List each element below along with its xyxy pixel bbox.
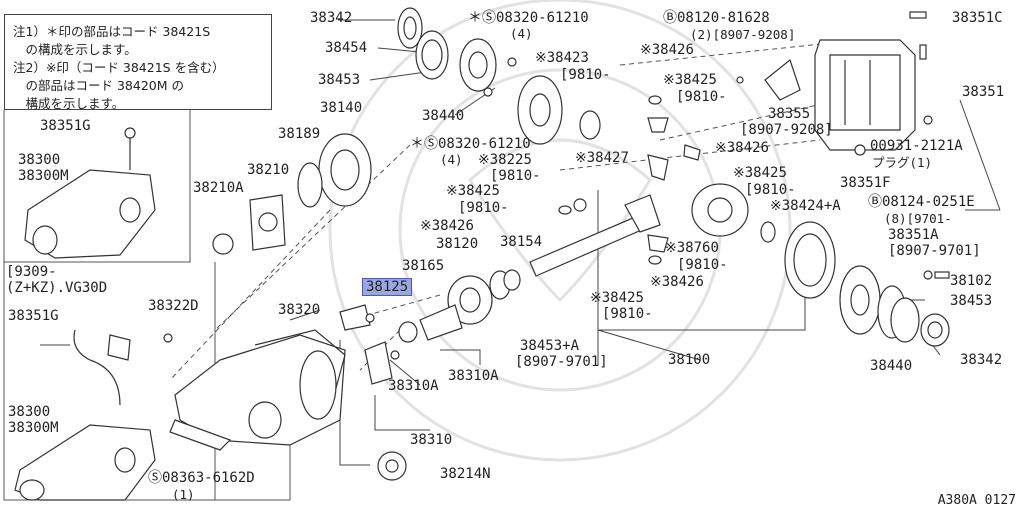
part-label-38300-bottom[interactable]: 38300 (8, 404, 51, 420)
part-label-38760[interactable]: ※38760 (665, 240, 719, 256)
note-line: 注2）※印（コード 38421S を含む） (13, 60, 225, 75)
part-label-38425-b[interactable]: ※38425 (733, 165, 787, 181)
part-sub-08120: (2)[8907-9208] (690, 27, 796, 42)
part-sub-38425-c: [9810- (458, 200, 509, 216)
part-label-38453-A[interactable]: 38453+A (520, 338, 580, 354)
part-label-38100[interactable]: 38100 (668, 352, 711, 368)
note-line: 注1）＊印の部品はコード 38421S (13, 24, 211, 39)
part-label-38355[interactable]: 38355 (768, 106, 811, 122)
part-sub-00931: プラグ(1) (872, 155, 933, 170)
part-label-38453[interactable]: 38453 (318, 72, 361, 88)
figure-reference: A380A 0127 (937, 493, 1016, 508)
part-label-00931[interactable]: 00931-2121A (870, 138, 963, 154)
part-label-38351G-top[interactable]: 38351G (40, 118, 91, 134)
part-label-38351C[interactable]: 38351C (952, 10, 1003, 26)
part-label-38320[interactable]: 38320 (278, 302, 321, 318)
part-label-38425-d[interactable]: ※38425 (590, 290, 644, 306)
part-label-38310[interactable]: 38310 (410, 432, 453, 448)
part-sub-38423: [9810- (560, 67, 611, 83)
part-label-38189[interactable]: 38189 (278, 126, 321, 142)
part-label-38210[interactable]: 38210 (247, 162, 290, 178)
part-label-38351F[interactable]: 38351F (840, 175, 891, 191)
part-sub-38760: [9810- (677, 257, 728, 273)
part-label-38102[interactable]: 38102 (950, 273, 993, 289)
part-label-38300M-top[interactable]: 38300M (18, 168, 69, 184)
notes-box: 注1）＊印の部品はコード 38421S の構成を示します。 注2）※印（コード … (4, 14, 272, 111)
part-label-08124[interactable]: Ⓑ08124-0251E (868, 194, 975, 210)
part-sub-08124: (8)[9701- (884, 211, 952, 226)
part-qty-08320-top: (4) (510, 26, 533, 41)
note-line: の部品はコード 38420M の (13, 78, 185, 93)
part-label-38210A[interactable]: 38210A (193, 180, 244, 196)
part-label-38423[interactable]: ※38423 (535, 50, 589, 66)
variant-model-vg30d: (Z+KZ).VG30D (6, 280, 108, 296)
part-qty-08363: (1) (172, 487, 195, 502)
part-label-08363[interactable]: Ⓢ08363-6162D (148, 470, 255, 486)
part-label-38426-c[interactable]: ※38426 (420, 218, 474, 234)
part-label-38214N[interactable]: 38214N (440, 466, 491, 482)
part-label-38440[interactable]: 38440 (422, 108, 465, 124)
note-line: の構成を示します。 (13, 42, 137, 57)
part-sub-38351A: [8907-9701] (888, 243, 981, 259)
part-label-38300-top[interactable]: 38300 (18, 152, 61, 168)
part-label-38140[interactable]: 38140 (320, 100, 363, 116)
part-label-38342-right[interactable]: 38342 (960, 352, 1003, 368)
part-sub-38355: [8907-9208] (740, 122, 833, 138)
part-sub-38453-A: [8907-9701] (515, 354, 608, 370)
part-label-38440-right[interactable]: 38440 (870, 358, 913, 374)
part-label-38310A-right[interactable]: 38310A (448, 368, 499, 384)
part-label-38426-d[interactable]: ※38426 (650, 274, 704, 290)
part-label-38342[interactable]: 38342 (310, 10, 353, 26)
part-label-38120[interactable]: 38120 (436, 236, 479, 252)
part-qty-08320-mid: (4) (440, 152, 463, 167)
part-label-38426-b[interactable]: ※38426 (715, 140, 769, 156)
part-label-38322D[interactable]: 38322D (148, 298, 199, 314)
part-label-38427[interactable]: ※38427 (575, 150, 629, 166)
part-label-38165[interactable]: 38165 (402, 258, 445, 274)
note-line: 構成を示します。 (13, 96, 125, 111)
part-label-38426-a[interactable]: ※38426 (640, 42, 694, 58)
part-label-08320-mid[interactable]: ＊Ⓢ08320-61210 (410, 136, 531, 152)
part-label-38125-highlighted[interactable]: 38125 (362, 278, 413, 296)
variant-date-9309: [9309- (6, 264, 57, 280)
part-label-38225[interactable]: ※38225 (478, 152, 532, 168)
part-label-38453-right[interactable]: 38453 (950, 293, 993, 309)
part-label-08120[interactable]: Ⓑ08120-81628 (663, 10, 770, 26)
part-label-38351G-bottom[interactable]: 38351G (8, 308, 59, 324)
part-sub-38425-d: [9810- (602, 306, 653, 322)
part-sub-38425-a: [9810- (676, 89, 727, 105)
part-label-38154[interactable]: 38154 (500, 234, 543, 250)
part-label-38310A-left[interactable]: 38310A (388, 378, 439, 394)
part-sub-38225: [9810- (490, 168, 541, 184)
part-label-38300M-bottom[interactable]: 38300M (8, 420, 59, 436)
part-label-38424-A[interactable]: ※38424+A (770, 198, 841, 214)
part-label-38425-a[interactable]: ※38425 (663, 72, 717, 88)
part-label-38351[interactable]: 38351 (962, 84, 1005, 100)
part-label-38351A[interactable]: 38351A (888, 227, 939, 243)
part-label-38425-c[interactable]: ※38425 (446, 183, 500, 199)
part-label-08320-top[interactable]: ＊Ⓢ08320-61210 (468, 10, 589, 26)
part-sub-38425-b: [9810- (745, 182, 796, 198)
part-label-38454[interactable]: 38454 (325, 40, 368, 56)
